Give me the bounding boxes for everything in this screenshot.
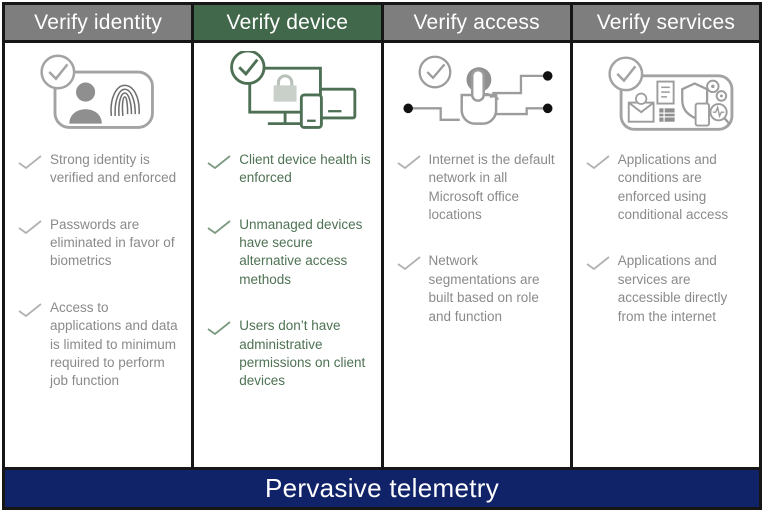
checkmark-icon (586, 155, 610, 170)
column-header-device: Verify device (194, 5, 381, 43)
list-item-text: Users don’t have administrative permissi… (239, 318, 366, 389)
zero-trust-diagram: Verify identity Strong identity (2, 2, 762, 510)
checkmark-icon (207, 155, 231, 170)
identity-fingerprint-icon (5, 43, 191, 139)
list-item: Strong identity is verified and enforced (17, 151, 183, 188)
checkmark-icon (207, 220, 231, 234)
list-item: Users don’t have administrative permissi… (206, 317, 372, 390)
list-item-text: Applications and conditions are enforced… (617, 152, 729, 223)
list-item: Internet is the default network in all M… (396, 151, 562, 224)
list-item-text: Unmanaged devices have secure alternativ… (239, 216, 363, 287)
list-item-text: Internet is the default network in all M… (428, 152, 555, 223)
column-verify-access: Verify access (383, 5, 573, 467)
columns-row: Verify identity Strong identity (5, 5, 759, 467)
checkmark-icon (396, 155, 421, 170)
column-verify-services: Verify services (572, 5, 759, 467)
checkmark-icon (396, 256, 421, 271)
list-item: Network segmentations are built based on… (396, 252, 562, 325)
column-header-access: Verify access (383, 5, 570, 43)
column-verify-device: Verify device (194, 5, 384, 467)
pervasive-telemetry-bar: Pervasive telemetry (5, 467, 759, 507)
services-icon (573, 43, 759, 139)
checkmark-icon (18, 220, 42, 234)
column-verify-identity: Verify identity Strong identity (5, 5, 195, 467)
device-list: Client device health is enforced Unmanag… (194, 139, 380, 467)
list-item-text: Client device health is enforced (239, 152, 371, 186)
network-access-icon (384, 43, 570, 139)
list-item-text: Applications and services are accessible… (617, 253, 728, 324)
device-health-icon (194, 43, 380, 139)
list-item: Access to applications and data is limit… (17, 299, 183, 391)
list-item-text: Network segmentations are built based on… (428, 253, 540, 324)
access-list: Internet is the default network in all M… (384, 139, 570, 467)
list-item: Unmanaged devices have secure alternativ… (206, 216, 372, 289)
list-item: Client device health is enforced (206, 151, 372, 188)
list-item: Applications and conditions are enforced… (585, 151, 751, 224)
services-list: Applications and conditions are enforced… (573, 139, 759, 467)
identity-list: Strong identity is verified and enforced… (5, 139, 191, 467)
column-header-services: Verify services (572, 5, 759, 43)
list-item: Passwords are eliminated in favor of bio… (17, 216, 183, 271)
column-header-identity: Verify identity (5, 5, 192, 43)
list-item-text: Access to applications and data is limit… (50, 299, 178, 389)
list-item: Applications and services are accessible… (585, 252, 751, 325)
checkmark-icon (207, 321, 231, 336)
footer-label: Pervasive telemetry (265, 473, 499, 503)
list-item-text: Strong identity is verified and enforced (50, 152, 177, 186)
checkmark-icon (18, 155, 42, 170)
checkmark-icon (586, 256, 610, 271)
checkmark-icon (18, 303, 42, 317)
list-item-text: Passwords are eliminated in favor of bio… (50, 216, 175, 269)
